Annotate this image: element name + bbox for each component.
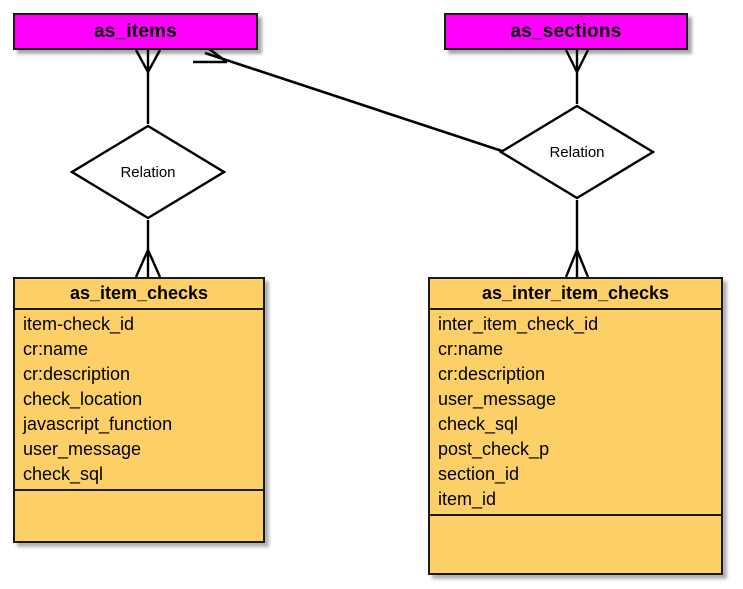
relation-diamond-right[interactable]: Relation — [498, 104, 656, 200]
table-as-item-checks-footer — [15, 491, 263, 541]
table-as-inter-item-checks-footer — [430, 516, 721, 573]
table-as-inter-item-checks-fields: inter_item_check_id cr:name cr:descripti… — [430, 310, 721, 516]
field-row: javascript_function — [23, 414, 173, 434]
table-as-item-checks-title: as_item_checks — [15, 279, 263, 310]
field-row: cr:description — [23, 364, 131, 384]
table-as-inter-item-checks-title: as_inter_item_checks — [430, 279, 721, 310]
field-row: item-check_id — [23, 314, 135, 334]
diamond-shape-left — [69, 124, 227, 220]
edge-left-relation-to-item-checks — [134, 220, 162, 278]
table-as-item-checks-fields: item-check_id cr:name cr:description che… — [15, 310, 263, 491]
crowsfoot-left-prong — [134, 49, 150, 73]
field-row: check_sql — [438, 414, 519, 434]
field-row: check_sql — [23, 464, 104, 484]
field-row: cr:name — [438, 339, 504, 359]
entity-as-items[interactable]: as_items — [13, 13, 258, 50]
field-row: user_message — [438, 389, 557, 409]
crowsfoot-right-prong — [146, 49, 162, 73]
field-row: user_message — [23, 439, 142, 459]
entity-as-sections[interactable]: as_sections — [444, 13, 688, 50]
field-row: item_id — [438, 489, 497, 509]
diamond-shape-right — [498, 104, 656, 200]
edge-right-relation-to-inter-item-checks — [564, 200, 590, 278]
edge-items-to-left-relation — [134, 49, 162, 124]
edge-sections-to-right-relation — [564, 49, 590, 104]
field-row: post_check_p — [438, 439, 550, 459]
field-row: section_id — [438, 464, 520, 484]
field-row: cr:description — [438, 364, 546, 384]
field-row: inter_item_check_id — [438, 314, 599, 334]
table-as-item-checks[interactable]: as_item_checks item-check_id cr:name cr:… — [13, 277, 265, 543]
entity-as-items-label: as_items — [94, 20, 177, 42]
edge-items-to-right-relation — [193, 44, 506, 154]
entity-as-sections-label: as_sections — [510, 20, 622, 42]
field-row: cr:name — [23, 339, 89, 359]
table-as-inter-item-checks[interactable]: as_inter_item_checks inter_item_check_id… — [428, 277, 723, 575]
relation-diamond-left[interactable]: Relation — [69, 124, 227, 220]
field-row: check_location — [23, 389, 143, 409]
